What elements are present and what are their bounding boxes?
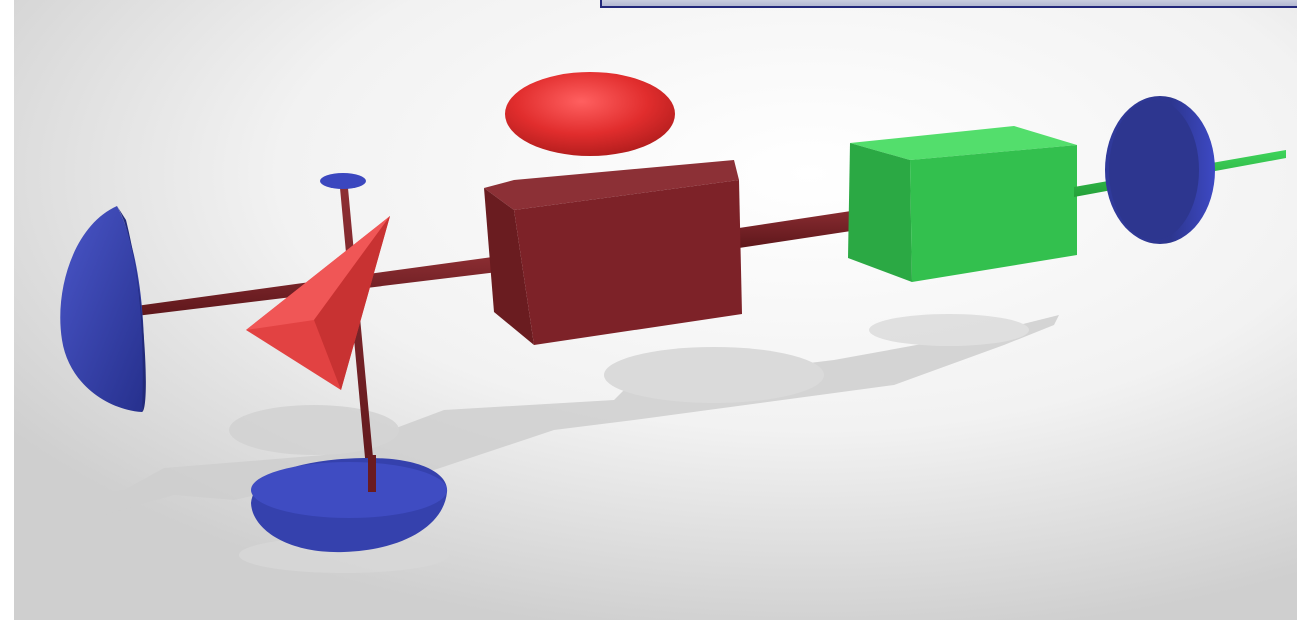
top-panel-edge	[600, 0, 1297, 8]
shadows	[14, 314, 1059, 573]
red-ellipsoid	[505, 72, 675, 156]
blue-half-sphere-left	[60, 206, 146, 412]
blue-disc-right	[1105, 96, 1215, 244]
green-box	[848, 126, 1077, 282]
scene-canvas	[14, 0, 1297, 620]
dark-red-box	[484, 160, 742, 345]
rod-bottom-segment	[368, 455, 376, 492]
blue-half-sphere-bottom	[251, 458, 448, 553]
dark-red-rod-middle	[739, 206, 884, 248]
blue-disc-small-top	[320, 173, 366, 189]
red-cone	[246, 216, 390, 390]
